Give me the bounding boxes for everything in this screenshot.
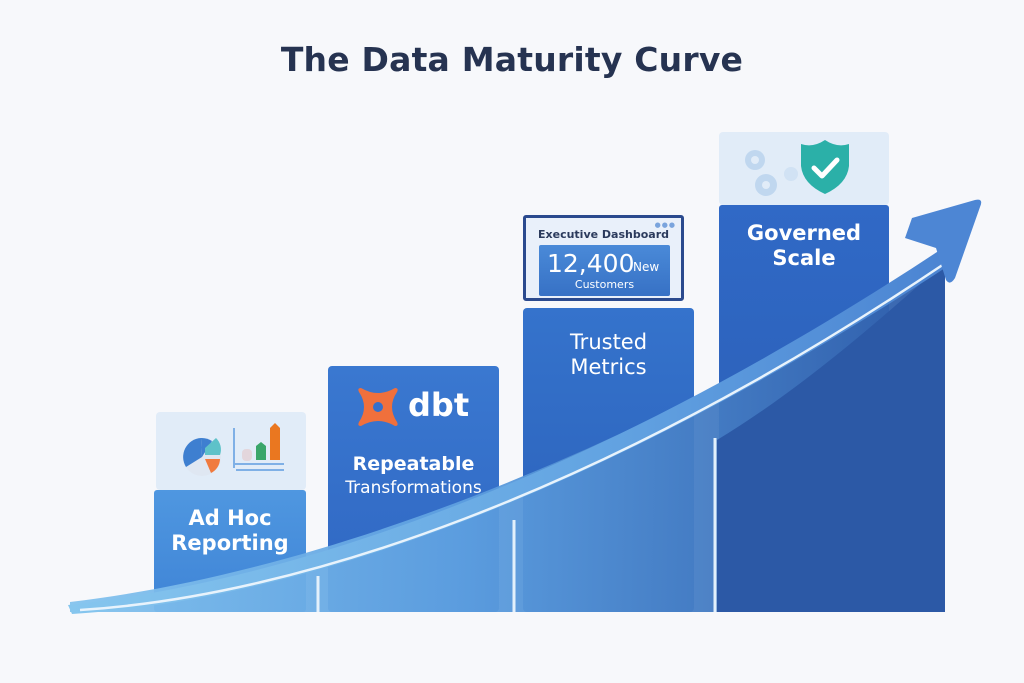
governed-icon-panel	[719, 132, 889, 205]
ad-hoc-icon-panel	[156, 412, 306, 490]
dashboard-kpi: 12,400 New Customers	[539, 245, 670, 296]
stage-label-trusted: Trusted Metrics	[569, 330, 648, 380]
pie-and-bar-chart-icon	[183, 423, 284, 476]
diagram-title: The Data Maturity Curve	[280, 40, 744, 79]
kpi-value: 12,400	[547, 249, 635, 278]
dbt-logo: dbt	[355, 384, 475, 430]
stage-label-ad-hoc: Ad Hoc Reporting	[171, 506, 289, 556]
growth-arrow	[905, 199, 982, 283]
window-dots: ●●●	[654, 221, 676, 229]
dbt-brand-text: dbt	[408, 386, 470, 424]
executive-dashboard-icon: ●●● Executive Dashboard 12,400 New Custo…	[523, 215, 684, 301]
stage-label-governed: Governed Scale	[746, 221, 862, 271]
kpi-suffix: New	[633, 260, 660, 274]
kpi-caption: Customers	[574, 278, 635, 291]
stage-label-repeatable: Repeatable Transformations	[345, 453, 482, 498]
shield-check-icon	[801, 140, 849, 194]
gears-icon	[745, 150, 798, 196]
dashboard-title: Executive Dashboard	[538, 228, 669, 241]
dbt-logo-icon	[358, 388, 398, 426]
